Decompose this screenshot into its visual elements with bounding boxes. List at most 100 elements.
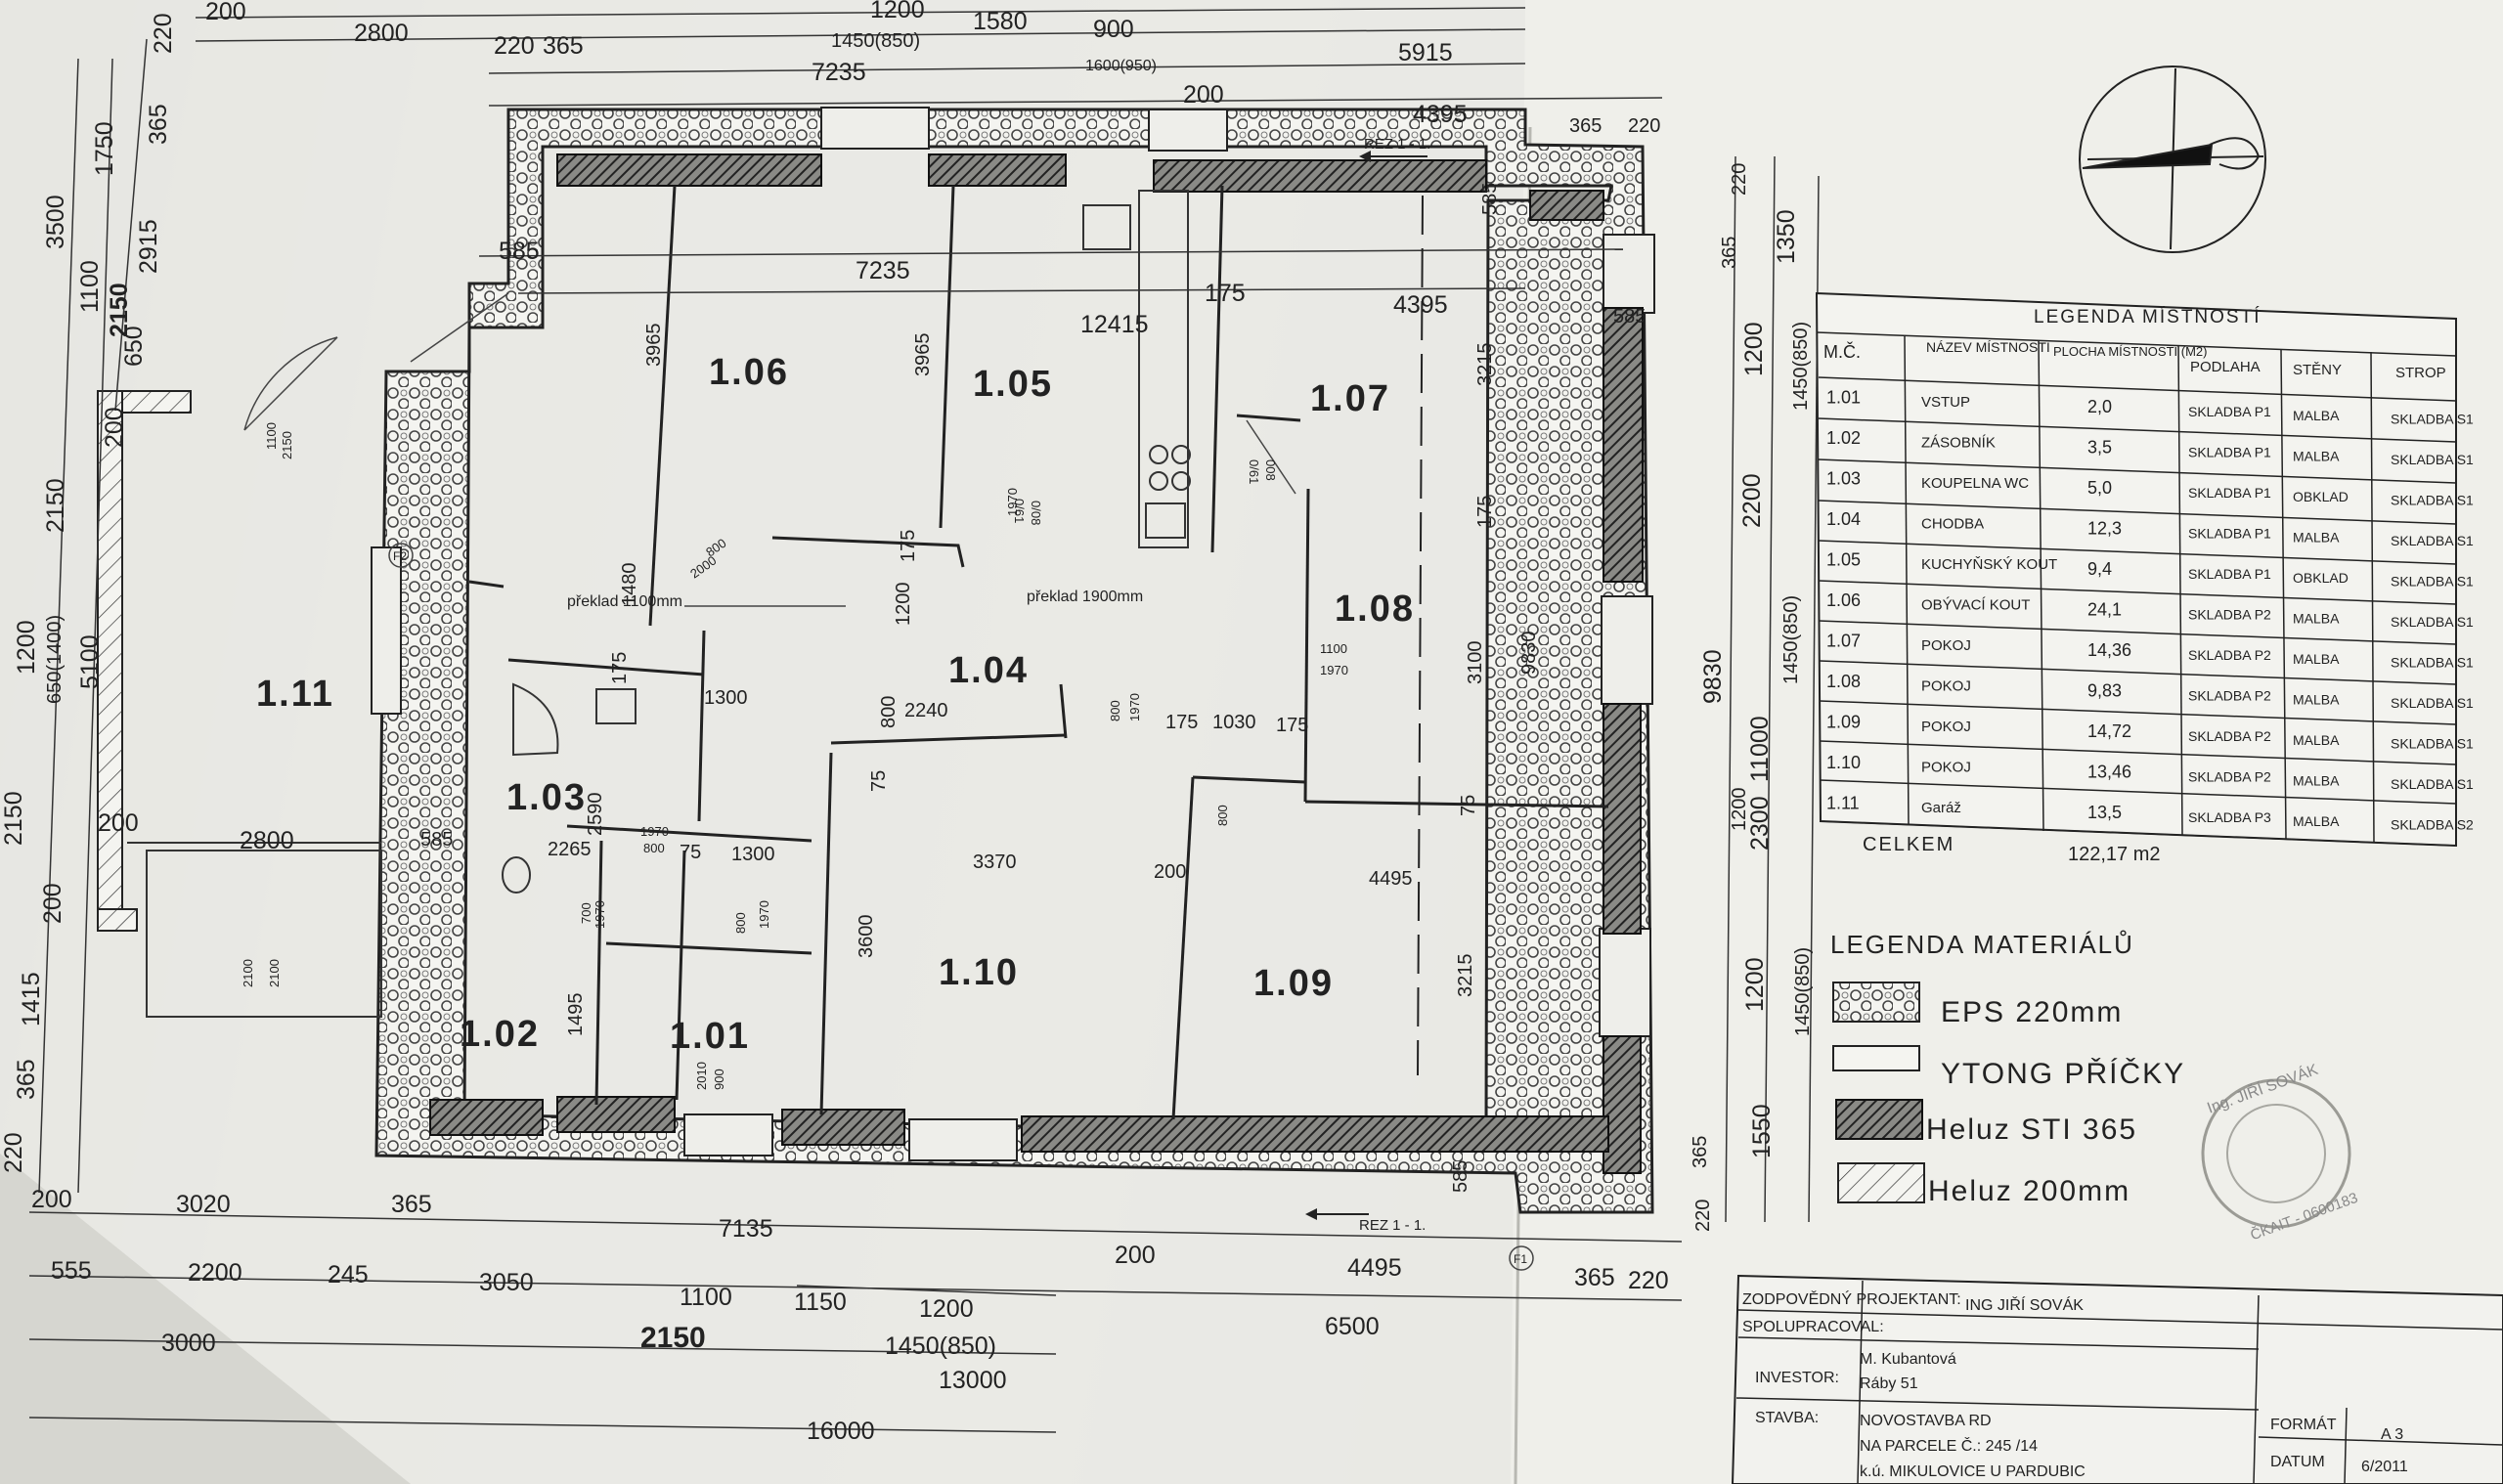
dim-text: 3000	[161, 1330, 216, 1357]
title-block-value: ING JIŘÍ SOVÁK	[1965, 1295, 2084, 1314]
title-block-value: Ráby 51	[1860, 1375, 1918, 1392]
legend-cell: SKLADBA P2	[2188, 607, 2271, 623]
title-block-value: k.ú. MIKULOVICE U PARDUBIC	[1860, 1463, 2086, 1480]
dim-text: 3370	[973, 851, 1017, 873]
legend-cell: SKLADBA P3	[2188, 809, 2271, 825]
dim-text: 1600(950)	[1085, 58, 1157, 74]
garage-door	[127, 842, 382, 1018]
legend-cell: MALBA	[2293, 691, 2340, 707]
dim-text: 2150	[640, 1322, 706, 1354]
marker-label: F2	[393, 549, 407, 563]
legend-cell: 2,0	[2087, 397, 2112, 416]
dim-text: 2240	[904, 700, 948, 721]
title-block-label: SPOLUPRACOVAL:	[1742, 1319, 1884, 1335]
dim-text: 3215	[1474, 343, 1496, 387]
dim-text: 1580	[973, 8, 1028, 35]
legend-cell: MALBA	[2293, 529, 2340, 545]
legend-cell: 9,83	[2087, 681, 2122, 701]
dim-text: 365	[145, 104, 172, 145]
dim-text: 220	[1692, 1200, 1714, 1232]
dim-text: 12415	[1080, 311, 1149, 338]
dim-text: 16000	[807, 1418, 875, 1445]
dim-text: 585	[1479, 183, 1501, 215]
opening-label: 1100	[264, 422, 279, 450]
heluz-200-walls	[97, 390, 192, 932]
room-label: 1.01	[670, 1016, 750, 1057]
left-dimensions: 220 365 1750 3500 2915 1100 2150 650 200…	[0, 13, 177, 1173]
dim-text: 2200	[188, 1259, 242, 1287]
legend-cell: 1.09	[1826, 712, 1861, 731]
opening-label: 2100	[241, 959, 255, 987]
legend-cell: 13,46	[2087, 763, 2131, 782]
legend-cell: 1.07	[1826, 631, 1861, 650]
legend-cell: SKLADBA S1	[2391, 614, 2474, 630]
legend-cell: 1.10	[1826, 753, 1861, 772]
room-label: 1.08	[1335, 589, 1415, 630]
dim-text: 220	[1729, 163, 1750, 196]
dim-text: 220	[150, 13, 177, 54]
dim-text: 4395	[1413, 101, 1468, 128]
legend-cell: SKLADBA P2	[2188, 647, 2271, 663]
legend-cell: POKOJ	[1921, 759, 1971, 775]
room-label: 1.09	[1253, 963, 1334, 1004]
ytong-partitions	[468, 185, 1609, 1120]
dim-text: 3600	[856, 915, 877, 959]
dim-text: 650	[120, 326, 148, 367]
dim-text: 75	[680, 842, 701, 863]
section-mark-label: REZ 1 - 1.	[1359, 1217, 1426, 1234]
dim-text: 2150	[106, 283, 133, 337]
legend-cell: SKLADBA S2	[2391, 817, 2474, 833]
dim-text: 175	[1474, 496, 1496, 528]
dim-text: 9830	[1699, 649, 1727, 704]
dim-text: 11000	[1746, 716, 1774, 782]
dim-text: 6500	[1325, 1313, 1380, 1340]
room-label: 1.10	[939, 952, 1019, 993]
dim-text: 2590	[585, 793, 606, 837]
opening-label: 0/61	[1247, 459, 1261, 484]
dim-text: 900	[1093, 16, 1134, 43]
legend-total-label: CELKEM	[1863, 834, 1954, 855]
dim-text: 200	[39, 883, 66, 924]
dim-text: 1100	[76, 260, 104, 313]
legend-cell: SKLADBA P1	[2188, 445, 2271, 460]
dim-text: 245	[328, 1261, 369, 1288]
opening-label: 800	[1108, 700, 1122, 721]
dim-text: 1480	[619, 563, 640, 607]
dim-text: 5100	[76, 634, 104, 689]
legend-header: PLOCHA MÍSTNOSTI (M2)	[2053, 344, 2207, 359]
dim-text: 220	[1628, 115, 1660, 137]
bathroom-fixtures	[502, 682, 637, 894]
dim-text: 1450(850)	[1790, 322, 1812, 411]
dim-text: 1450(850)	[831, 30, 920, 52]
materials-legend: LEGENDA MATERIÁLŮ EPS 220mm YTONG PŘÍČKY…	[1830, 929, 2183, 1207]
dim-text: 2800	[240, 827, 294, 854]
dim-text: 365	[13, 1059, 40, 1100]
dimension-lines	[28, 7, 1820, 1433]
legend-cell: 1.04	[1826, 509, 1861, 529]
dim-text: 7235	[812, 59, 866, 86]
legend-cell: POKOJ	[1921, 637, 1971, 654]
dim-text: 200	[98, 809, 139, 837]
title-block: ZODPOVĚDNÝ PROJEKTANT: ING JIŘÍ SOVÁK SP…	[1731, 1274, 2503, 1484]
opening-label: 800	[733, 912, 748, 934]
heluz-365-walls	[429, 153, 1644, 1174]
dim-text: 1200	[893, 583, 914, 627]
door-swings	[243, 292, 1296, 607]
dim-text: 1450(850)	[1780, 595, 1802, 684]
opening-label: 900	[712, 1069, 726, 1090]
title-block-value: NOVOSTAVBA RD	[1860, 1413, 1992, 1429]
dim-text: 365	[1719, 237, 1740, 269]
legend-cell: 12,3	[2087, 519, 2122, 539]
dim-text: 555	[51, 1257, 92, 1285]
dim-text: 1550	[1748, 1104, 1776, 1158]
legend-cell: SKLADBA P1	[2188, 526, 2271, 542]
legend-cell: Garáž	[1921, 800, 1961, 816]
legend-cell: SKLADBA S1	[2391, 452, 2474, 467]
opening-label: 1970	[640, 824, 669, 839]
opening-label: 800	[643, 841, 665, 855]
legend-cell: SKLADBA S1	[2391, 695, 2474, 711]
legend-cell: OBÝVACÍ KOUT	[1921, 596, 2030, 613]
opening-label: 1970	[1127, 693, 1142, 721]
legend-cell: CHODBA	[1921, 515, 1984, 532]
